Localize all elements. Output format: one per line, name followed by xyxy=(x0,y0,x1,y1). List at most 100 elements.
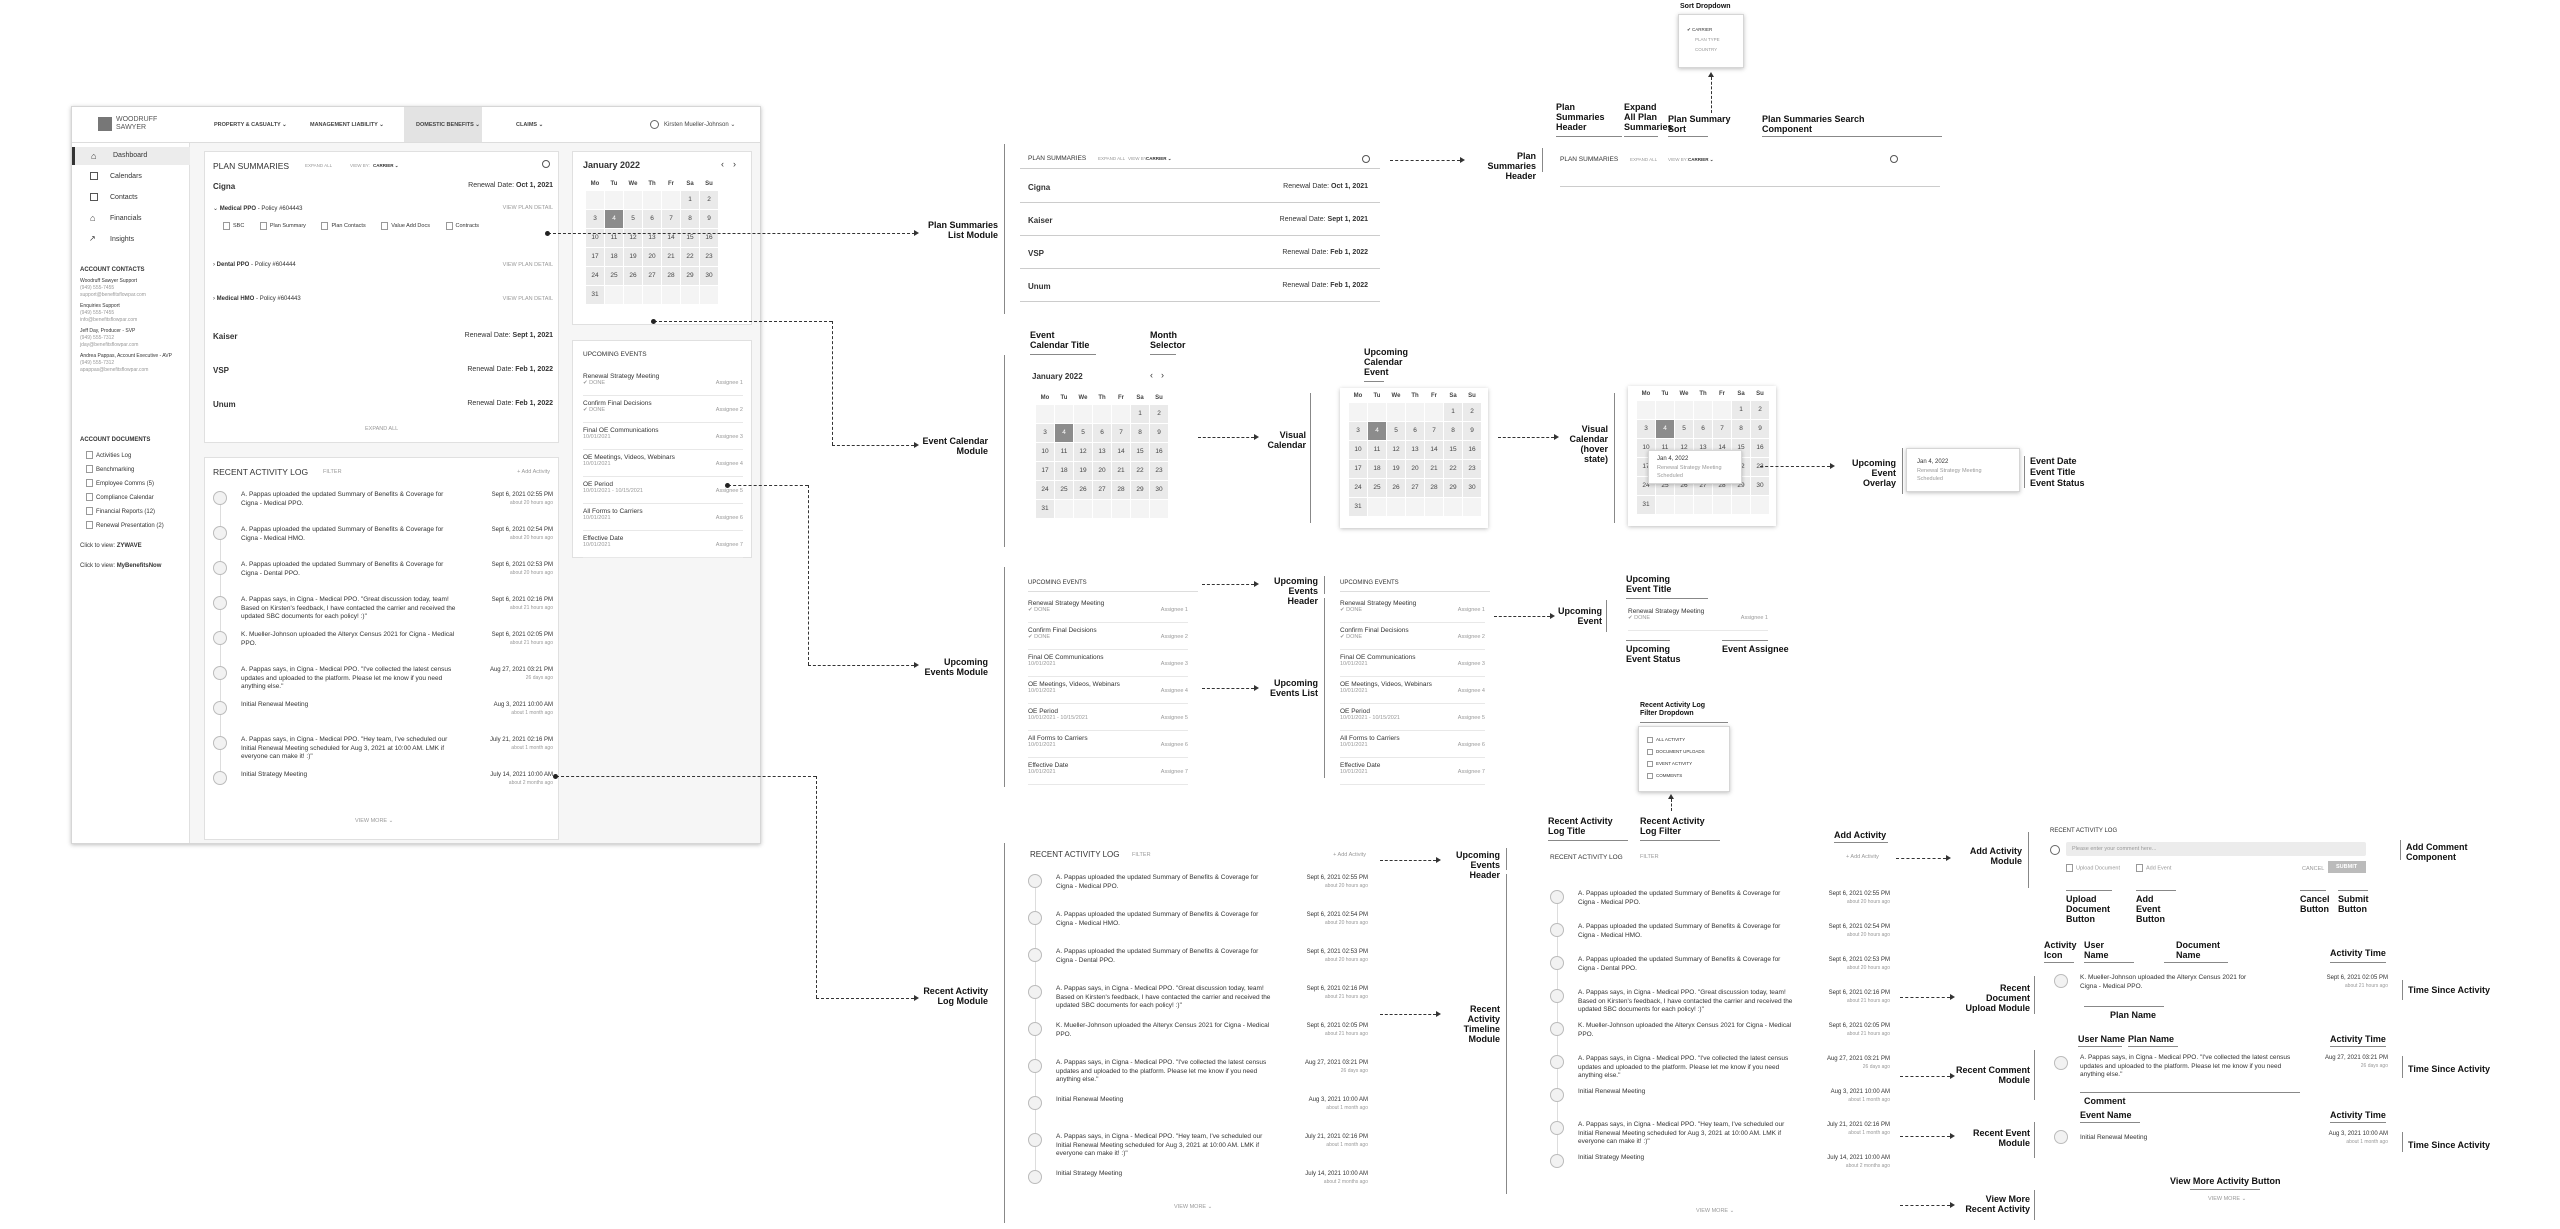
view-by-select[interactable]: CARRIER ⌄ xyxy=(1146,156,1172,161)
calendar-day[interactable]: 17 xyxy=(1035,460,1055,481)
calendar-day[interactable]: 5 xyxy=(1674,418,1694,439)
calendar-day[interactable]: 30 xyxy=(1149,479,1169,500)
doc-financial-reports[interactable]: Financial Reports (12) xyxy=(86,505,164,519)
calendar-day[interactable]: 5 xyxy=(1386,420,1406,441)
expand-all-footer[interactable]: EXPAND ALL xyxy=(365,426,399,432)
calendar-day[interactable]: 19 xyxy=(1073,460,1093,481)
calendar-day[interactable]: 10 xyxy=(585,227,605,248)
activity-filter[interactable]: FILTER xyxy=(323,469,342,475)
calendar-day[interactable]: 5 xyxy=(623,208,643,229)
calendar-day[interactable]: 23 xyxy=(699,246,719,267)
filter-comments[interactable]: COMMENTS xyxy=(1647,773,1682,779)
calendar-day[interactable]: 15 xyxy=(680,227,700,248)
contact-email[interactable]: info@benefitsflowpar.com xyxy=(80,317,138,323)
calendar-day[interactable]: 3 xyxy=(1636,418,1656,439)
calendar-day[interactable]: 3 xyxy=(585,208,605,229)
calendar-day[interactable]: 21 xyxy=(1111,460,1131,481)
sidebar-item-contacts[interactable]: Contacts xyxy=(72,189,190,207)
calendar-day[interactable]: 27 xyxy=(1092,479,1112,500)
calendar-day[interactable]: 25 xyxy=(604,265,624,286)
view-more-example[interactable]: VIEW MORE ⌄ xyxy=(2208,1196,2247,1202)
view-by-select[interactable]: CARRIER ⌄ xyxy=(373,163,399,168)
calendar-day[interactable]: 9 xyxy=(1149,422,1169,443)
calendar-day[interactable]: 25 xyxy=(1054,479,1074,500)
calendar-day[interactable]: 2 xyxy=(1149,403,1169,424)
contact-email[interactable]: support@benefitsflowpar.com xyxy=(80,292,146,298)
add-activity-link[interactable]: + Add Activity xyxy=(1333,852,1366,858)
doc-compliance-calendar[interactable]: Compliance Calendar xyxy=(86,491,164,505)
prev-month-button[interactable]: ‹ xyxy=(1150,370,1153,380)
calendar-day[interactable]: 1 xyxy=(1130,403,1150,424)
comment-input[interactable]: Please enter your comment here... xyxy=(2066,842,2366,856)
calendar-day[interactable]: 13 xyxy=(1092,441,1112,462)
contact-phone[interactable]: (949) 555-7455 xyxy=(80,310,115,316)
calendar-day[interactable]: 4 xyxy=(1367,420,1387,441)
calendar-day[interactable]: 13 xyxy=(1405,439,1425,460)
logo[interactable] xyxy=(98,117,112,131)
view-plan-detail-link[interactable]: VIEW PLAN DETAIL xyxy=(502,205,553,211)
nav-management[interactable]: MANAGEMENT LIABILITY ⌄ xyxy=(310,122,384,128)
calendar-day[interactable]: 1 xyxy=(680,189,700,210)
calendar-day[interactable]: 4 xyxy=(604,208,624,229)
doc-value-add[interactable]: Value Add Docs xyxy=(381,222,430,230)
search-icon[interactable] xyxy=(542,160,550,168)
nav-claims[interactable]: CLAIMS ⌄ xyxy=(516,122,544,128)
calendar-day[interactable]: 31 xyxy=(1348,496,1368,517)
calendar-day[interactable]: 23 xyxy=(1149,460,1169,481)
plan-row-medical-ppo[interactable]: ⌄ Medical PPO - Policy #604443 VIEW PLAN… xyxy=(213,205,553,217)
calendar-day[interactable]: 2 xyxy=(1462,401,1482,422)
calendar-day[interactable]: 8 xyxy=(1130,422,1150,443)
view-by-select[interactable]: CARRIER ⌄ xyxy=(1688,157,1714,162)
calendar-day[interactable]: 10 xyxy=(1035,441,1055,462)
calendar-day[interactable]: 20 xyxy=(1405,458,1425,479)
calendar-day[interactable]: 22 xyxy=(680,246,700,267)
contact-email[interactable]: apappas@benefitsflowpar.com xyxy=(80,367,149,373)
calendar-day[interactable]: 16 xyxy=(1750,437,1770,458)
calendar-day[interactable]: 8 xyxy=(1731,418,1751,439)
view-plan-detail-link[interactable]: VIEW PLAN DETAIL xyxy=(502,296,553,302)
click-to-view-zywave[interactable]: Click to view: ZYWAVE xyxy=(80,543,142,549)
calendar-day[interactable]: 12 xyxy=(1386,439,1406,460)
activity-filter[interactable]: FILTER xyxy=(1132,852,1151,858)
calendar-day[interactable]: 31 xyxy=(1636,494,1656,515)
plan-row-medical-hmo[interactable]: › Medical HMO - Policy #604443 VIEW PLAN… xyxy=(213,296,553,308)
calendar-day[interactable]: 19 xyxy=(1386,458,1406,479)
calendar-day[interactable]: 4 xyxy=(1655,418,1675,439)
doc-sbc[interactable]: SBC xyxy=(223,222,244,230)
calendar-day[interactable]: 16 xyxy=(1462,439,1482,460)
calendar-day[interactable]: 18 xyxy=(604,246,624,267)
calendar-day[interactable]: 18 xyxy=(1367,458,1387,479)
nav-domestic-benefits[interactable]: DOMESTIC BENEFITS ⌄ xyxy=(404,107,482,142)
next-month-button[interactable]: › xyxy=(733,159,736,169)
calendar-day[interactable]: 26 xyxy=(1073,479,1093,500)
calendar-day[interactable]: 7 xyxy=(1424,420,1444,441)
doc-employee-comms[interactable]: Employee Comms (5) xyxy=(86,477,164,491)
cancel-button[interactable]: CANCEL xyxy=(2302,866,2325,872)
calendar-day[interactable]: 20 xyxy=(1092,460,1112,481)
filter-all[interactable]: ALL ACTIVITY xyxy=(1647,737,1685,743)
calendar-day[interactable]: 6 xyxy=(642,208,662,229)
sort-dropdown[interactable]: ✔ CARRIER PLAN TYPE COUNTRY xyxy=(1678,14,1744,68)
nav-property[interactable]: PROPERTY & CASUALTY ⌄ xyxy=(214,122,287,128)
carrier-vsp[interactable]: VSP Renewal Date: Feb 1, 2022 xyxy=(213,366,553,380)
calendar-day[interactable]: 21 xyxy=(1424,458,1444,479)
calendar-day[interactable]: 20 xyxy=(642,246,662,267)
calendar-day[interactable]: 8 xyxy=(1443,420,1463,441)
zywave-link[interactable]: ZYWAVE xyxy=(116,543,142,549)
calendar-day[interactable]: 22 xyxy=(1130,460,1150,481)
calendar-day[interactable]: 21 xyxy=(661,246,681,267)
